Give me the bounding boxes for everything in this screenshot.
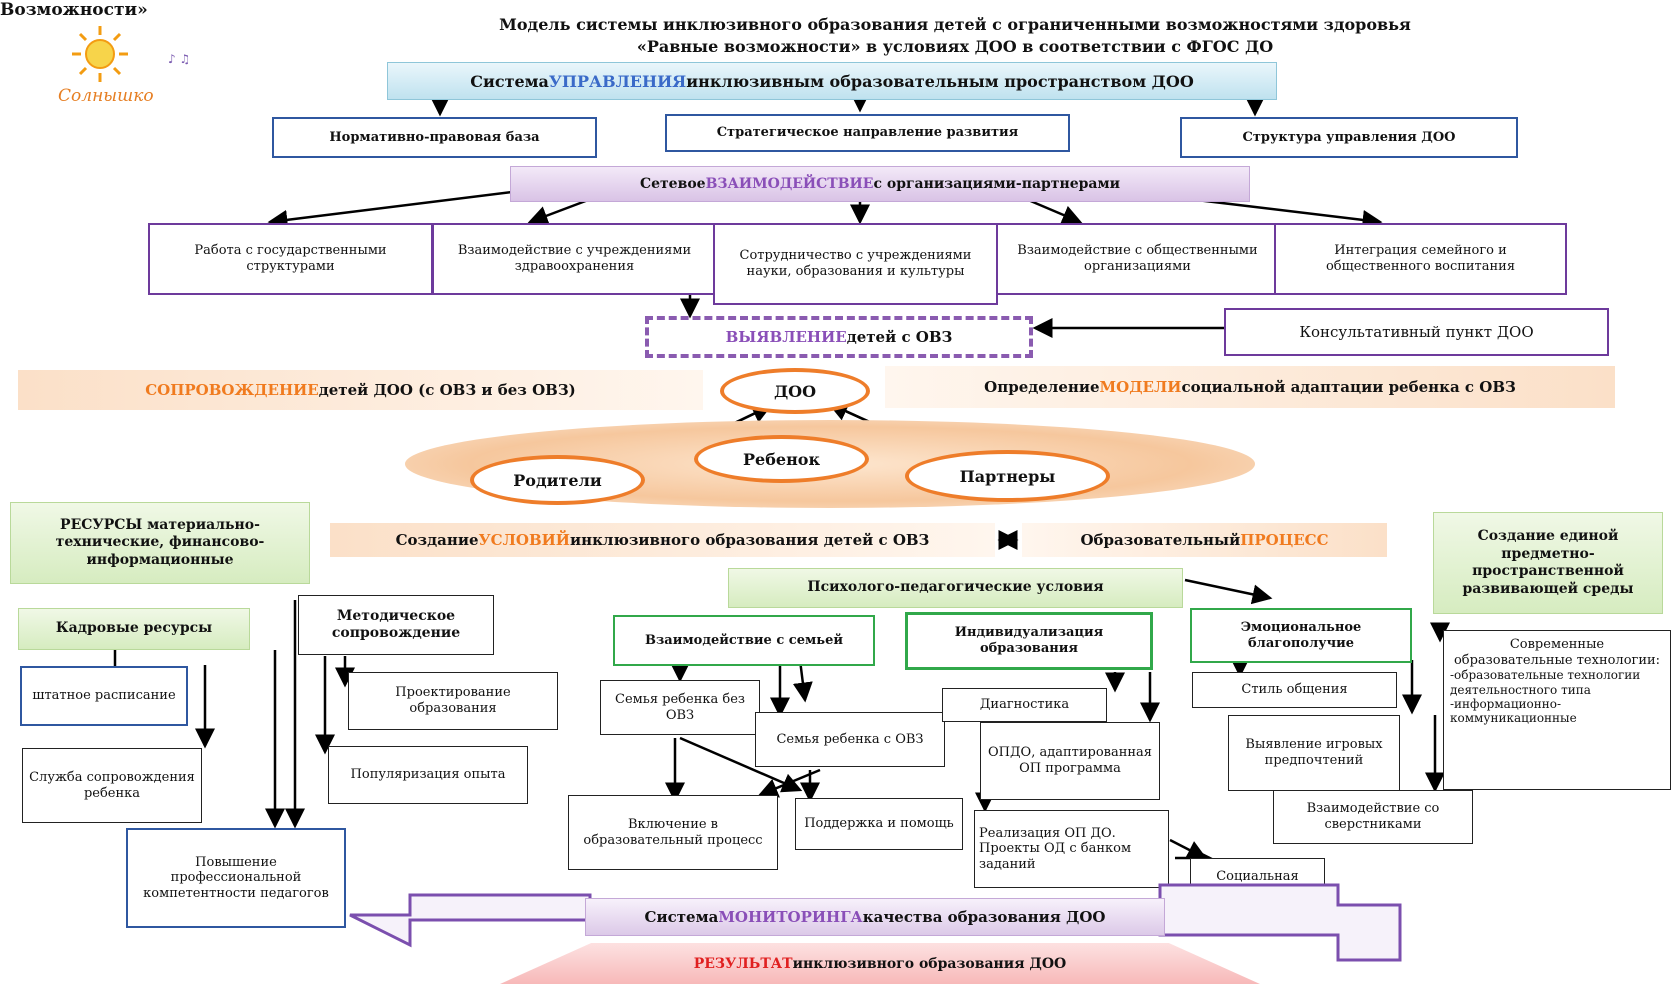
qualification-box: Повышение профессиональной компетентност…: [126, 828, 346, 928]
model-prefix: Определение: [984, 378, 1100, 396]
staff-resources-box: Кадровые ресурсы: [18, 608, 250, 650]
result-suffix: инклюзивного образования ДОО: [792, 955, 1067, 972]
management-suffix: инклюзивным образовательным пространство…: [686, 71, 1194, 91]
management-structure-box: Структура управления ДОО: [1180, 117, 1518, 158]
cut-title: Возможности»: [0, 0, 148, 20]
peers-box: Взаимодействие со сверстниками: [1273, 790, 1473, 844]
realization-box: Реализация ОП ДО. Проекты ОД с банком за…: [974, 810, 1169, 888]
communication-style-box: Стиль общения: [1192, 672, 1397, 708]
method-box: Методическое сопровождение: [298, 595, 494, 655]
legal-base-box: Нормативно-правовая база: [272, 117, 597, 158]
logo-decoration-icon: ♪ ♫: [168, 52, 191, 66]
identification-highlight: ВЫЯВЛЕНИЕ: [725, 328, 847, 346]
technologies-title: Современные образовательные технологии:: [1453, 637, 1661, 668]
family-ovz-box: Семья ребенка с ОВЗ: [755, 712, 945, 767]
network-suffix: с организациями-партнерами: [873, 176, 1121, 192]
conditions-suffix: инклюзивного образования детей с ОВЗ: [569, 531, 930, 549]
help-box: Поддержка и помощь: [795, 798, 963, 850]
psych-conditions-banner: Психолого-педагогические условия: [728, 568, 1183, 608]
logo: Солнышко ♪ ♫: [58, 22, 228, 112]
management-prefix: Система: [470, 71, 549, 91]
popularization-box: Популяризация опыта: [328, 746, 528, 804]
staffing-box: штатное расписание: [20, 666, 188, 726]
resources-banner: РЕСУРСЫ материально-технические, финансо…: [10, 502, 310, 584]
page-title: Модель системы инклюзивного образования …: [330, 14, 1580, 57]
monitoring-suffix: качества образования ДОО: [862, 908, 1106, 926]
model-banner: Определение МОДЕЛИ социальной адаптации …: [885, 366, 1615, 408]
model-suffix: социальной адаптации ребенка с ОВЗ: [1181, 378, 1516, 396]
process-banner: Образовательный ПРОЦЕСС: [1022, 523, 1387, 557]
design-box: Проектирование образования: [348, 672, 558, 730]
identification-box: ВЫЯВЛЕНИЕ детей с ОВЗ: [645, 316, 1033, 358]
games-box: Выявление игровых предпочтений: [1228, 715, 1400, 791]
result-banner: РЕЗУЛЬТАТ инклюзивного образования ДОО: [500, 943, 1260, 984]
network-banner: Сетевое ВЗАИМОДЕЙСТВИЕ с организациями-п…: [510, 166, 1250, 202]
network-item-family: Интеграция семейного и общественного вос…: [1274, 223, 1567, 295]
management-banner: Система УПРАВЛЕНИЯ инклюзивным образоват…: [387, 62, 1277, 100]
process-prefix: Образовательный: [1080, 531, 1241, 549]
network-item-state: Работа с государственными структурами: [148, 223, 433, 295]
support-suffix: детей ДОО (с ОВЗ и без ОВЗ): [318, 381, 576, 399]
network-highlight: ВЗАИМОДЕЙСТВИЕ: [705, 176, 874, 192]
node-parents: Родители: [470, 455, 645, 505]
environment-banner: Создание единой предметно-пространственн…: [1433, 512, 1663, 614]
conditions-prefix: Создание: [395, 531, 479, 549]
individualization-box: Индивидуализация образования: [905, 612, 1153, 670]
management-highlight: УПРАВЛЕНИЯ: [548, 71, 687, 91]
node-partners: Партнеры: [905, 450, 1110, 502]
node-child: Ребенок: [694, 435, 869, 483]
network-item-science: Сотрудничество с учреждениями науки, обр…: [713, 223, 998, 305]
model-highlight: МОДЕЛИ: [1099, 378, 1182, 396]
family-no-ovz-box: Семья ребенка без ОВЗ: [600, 680, 760, 735]
opdo-box: ОПДО, адаптированная ОП программа: [980, 722, 1160, 800]
support-highlight: СОПРОВОЖДЕНИЕ: [145, 381, 319, 399]
service-box: Служба сопровождения ребенка: [22, 748, 202, 823]
network-item-public: Взаимодействие с общественными организац…: [996, 223, 1279, 295]
network-prefix: Сетевое: [639, 176, 706, 192]
strategy-box: Стратегическое направление развития: [665, 114, 1070, 152]
conditions-highlight: УСЛОВИЙ: [478, 531, 570, 549]
consult-box: Консультативный пункт ДОО: [1224, 308, 1609, 356]
identification-suffix: детей с ОВЗ: [846, 328, 953, 346]
monitoring-prefix: Система: [644, 908, 719, 926]
process-highlight: ПРОЦЕСС: [1240, 531, 1329, 549]
node-doo: ДОО: [720, 368, 870, 414]
monitoring-highlight: МОНИТОРИНГА: [718, 908, 863, 926]
technologies-items: -образовательные технологии деятельностн…: [1450, 668, 1641, 726]
diagnostics-box: Диагностика: [942, 688, 1107, 722]
family-interaction-box: Взаимодействие с семьей: [613, 615, 875, 666]
result-highlight: РЕЗУЛЬТАТ: [693, 955, 793, 972]
logo-text: Солнышко: [58, 86, 154, 106]
conditions-banner: Создание УСЛОВИЙ инклюзивного образовани…: [330, 523, 995, 557]
emotional-box: Эмоциональное благополучие: [1190, 608, 1412, 663]
monitoring-banner: Система МОНИТОРИНГА качества образования…: [585, 898, 1165, 936]
network-item-health: Взаимодействие с учреждениями здравоохра…: [432, 223, 717, 295]
page-title-line2: «Равные возможности» в условиях ДОО в со…: [636, 36, 1274, 56]
support-banner: СОПРОВОЖДЕНИЕ детей ДОО (с ОВЗ и без ОВЗ…: [18, 370, 703, 410]
page-title-line1: Модель системы инклюзивного образования …: [499, 15, 1411, 34]
technologies-box: Современные образовательные технологии: …: [1443, 630, 1671, 790]
sun-icon: [72, 26, 128, 82]
inclusion-box: Включение в образовательный процесс: [568, 795, 778, 870]
